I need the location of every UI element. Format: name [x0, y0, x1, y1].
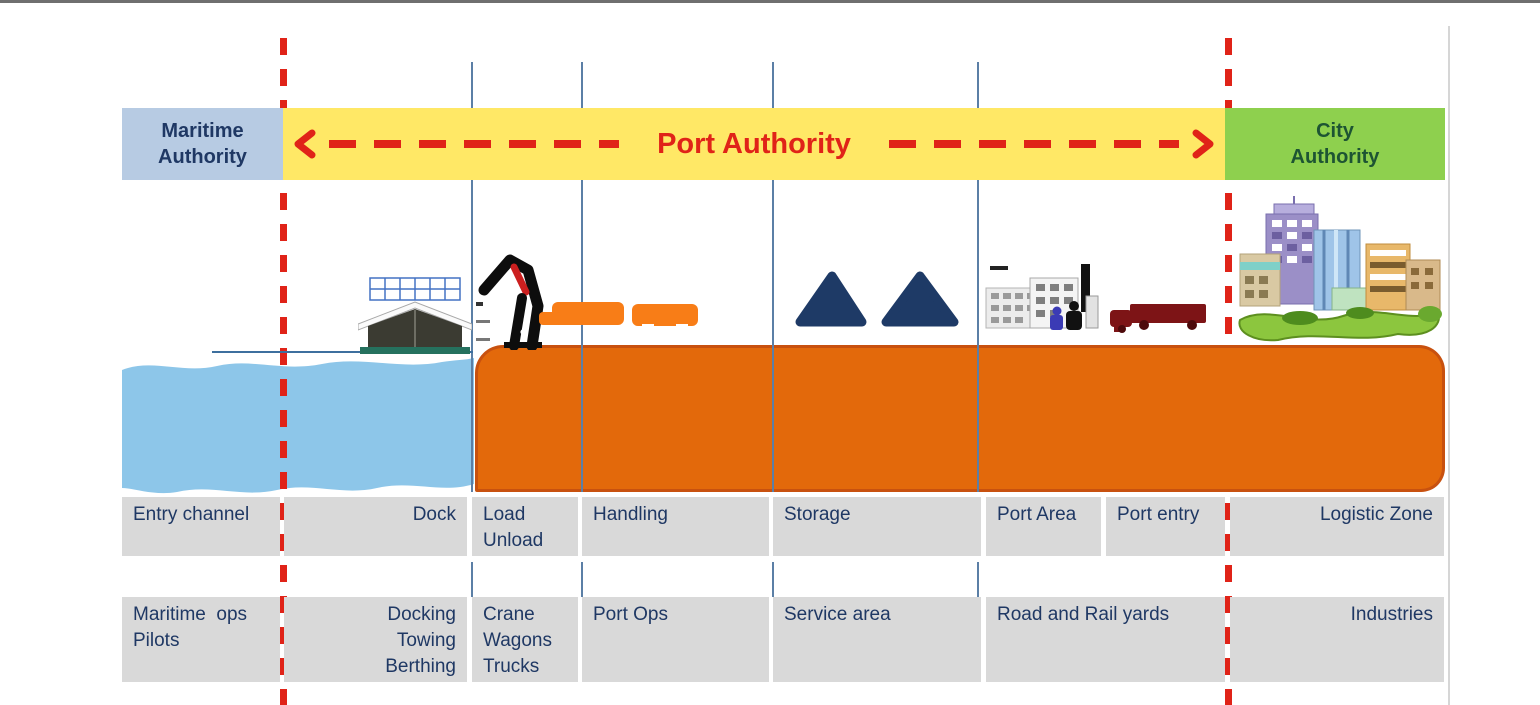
- maritime-authority-label: Authority: [158, 146, 247, 168]
- window-top-border: [0, 0, 1540, 3]
- zone-divider-line: [977, 62, 979, 108]
- zone-divider-line: [977, 180, 979, 492]
- zone-divider-line: [471, 62, 473, 108]
- zone-divider-line: [772, 180, 774, 492]
- city-authority-label: City: [1316, 120, 1354, 142]
- zone-divider-line: [581, 562, 583, 597]
- city-authority-label: Authority: [1290, 146, 1380, 168]
- maritime-authority-label: Maritime: [161, 120, 244, 142]
- port-land-area: [475, 345, 1445, 492]
- container-wagons-icon: [539, 302, 698, 329]
- zone-cell-storage: Storage: [773, 497, 981, 556]
- city-illustration-icon: [1238, 196, 1442, 342]
- page-edge-line: [1448, 26, 1450, 705]
- storage-piles-icon: [795, 271, 959, 327]
- maritime-authority-box: Maritime Authority: [122, 108, 283, 180]
- zone-divider-line: [977, 562, 979, 597]
- dashed-arrow-shaft: [888, 140, 1180, 148]
- waterline: [212, 351, 473, 353]
- port-buildings-icon: [985, 264, 1099, 330]
- zone-divider-line: [471, 562, 473, 597]
- zone-cell-logistic-zone: Logistic Zone: [1230, 497, 1444, 556]
- zone-cell-port-ops: Port Ops: [582, 597, 769, 682]
- arrow-left-icon: [294, 129, 316, 159]
- port-authority-label: Port Authority: [657, 127, 851, 160]
- zone-cell-dock: Dock: [284, 497, 467, 556]
- zone-cell-industries: Industries: [1230, 597, 1444, 682]
- harbor-crane-icon: [476, 254, 544, 350]
- zone-cell-port-entry: Port entry: [1106, 497, 1225, 556]
- cargo-ship-icon: [358, 277, 472, 354]
- zone-cell-service-area: Service area: [773, 597, 981, 682]
- zone-cell-handling: Handling: [582, 497, 769, 556]
- water-channel: [122, 358, 474, 494]
- dashed-arrow-shaft: [329, 140, 620, 148]
- truck-icon: [1110, 304, 1206, 333]
- zone-divider-line: [581, 62, 583, 108]
- zone-divider-line: [471, 180, 473, 492]
- city-authority-box: City Authority: [1225, 108, 1445, 180]
- port-authority-band: Port Authority: [283, 108, 1225, 180]
- zone-cell-port-area: Port Area: [986, 497, 1101, 556]
- zone-cell-entry-channel: Entry channel: [122, 497, 280, 556]
- arrow-right-icon: [1192, 129, 1214, 159]
- maritime-boundary-dashed-line: [280, 38, 287, 705]
- zone-divider-line: [772, 562, 774, 597]
- zone-divider-line: [581, 180, 583, 492]
- zone-cell-road-rail-yards: Road and Rail yards: [986, 597, 1225, 682]
- zone-divider-line: [772, 62, 774, 108]
